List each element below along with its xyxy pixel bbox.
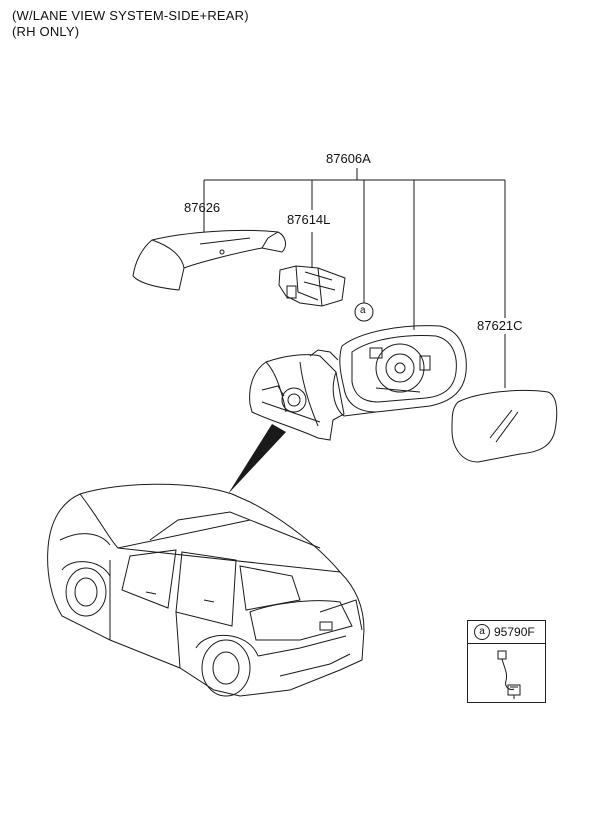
inset-sensor-box: a 95790F: [467, 620, 546, 703]
mirror-glass-part: [451, 390, 558, 463]
inset-part-number: 95790F: [494, 625, 535, 639]
callout-87606a: 87606A: [326, 151, 371, 166]
pointer-wedge: [228, 424, 286, 494]
inset-marker-a: a: [474, 624, 490, 640]
camera-harness-part: [497, 650, 521, 699]
marker-a-circle: [354, 302, 374, 322]
callout-87614l: 87614L: [287, 212, 331, 227]
side-lamp-part: [278, 265, 346, 307]
marker-a-letter: a: [360, 305, 366, 316]
mirror-housing-part: [249, 349, 345, 441]
mirror-frame-actuator-part: [332, 325, 467, 417]
inset-divider: [468, 643, 545, 644]
note-system: (W/LANE VIEW SYSTEM-SIDE+REAR): [12, 8, 249, 23]
suv-vehicle: [47, 483, 365, 697]
callout-87621c: 87621C: [477, 318, 523, 333]
note-rh-only: (RH ONLY): [12, 24, 80, 39]
callout-bracket: [203, 168, 506, 388]
callout-87626: 87626: [184, 200, 221, 215]
mirror-cover-part: [132, 229, 286, 291]
